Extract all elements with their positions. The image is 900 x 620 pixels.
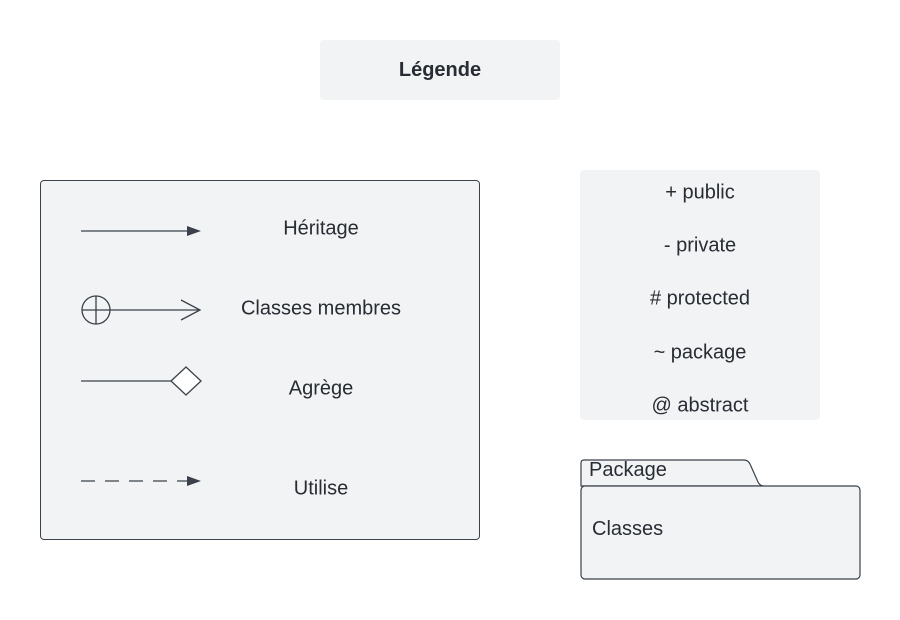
relations-legend-svg [81, 226, 202, 486]
dependency-label: Utilise [293, 477, 349, 500]
package-body-label: Classes [592, 518, 664, 540]
visibility-abstract: @ abstract [651, 394, 749, 417]
visibility-protected: # protected [649, 287, 751, 310]
nested-class-label: Classes membres [240, 297, 402, 320]
aggregation-diamond-icon [81, 366, 202, 396]
visibility-private: - private [663, 234, 737, 257]
relations-legend-box: Héritage Classes membres Agrège Utilise [40, 180, 480, 540]
legend-title: Légende [320, 40, 560, 100]
aggregation-label: Agrège [288, 377, 354, 400]
inheritance-arrow-icon [81, 226, 201, 236]
visibility-package: ~ package [653, 341, 747, 364]
legend-title-text: Légende [398, 58, 482, 81]
package-tab-label: Package [589, 459, 667, 481]
package-icon [580, 459, 861, 580]
visibility-public: + public [665, 181, 735, 204]
visibility-legend-box: + public - private # protected ~ package… [580, 170, 820, 420]
dependency-dashed-arrow-icon [81, 476, 201, 486]
nested-class-arrow-icon [81, 295, 202, 325]
inheritance-label: Héritage [283, 217, 359, 240]
